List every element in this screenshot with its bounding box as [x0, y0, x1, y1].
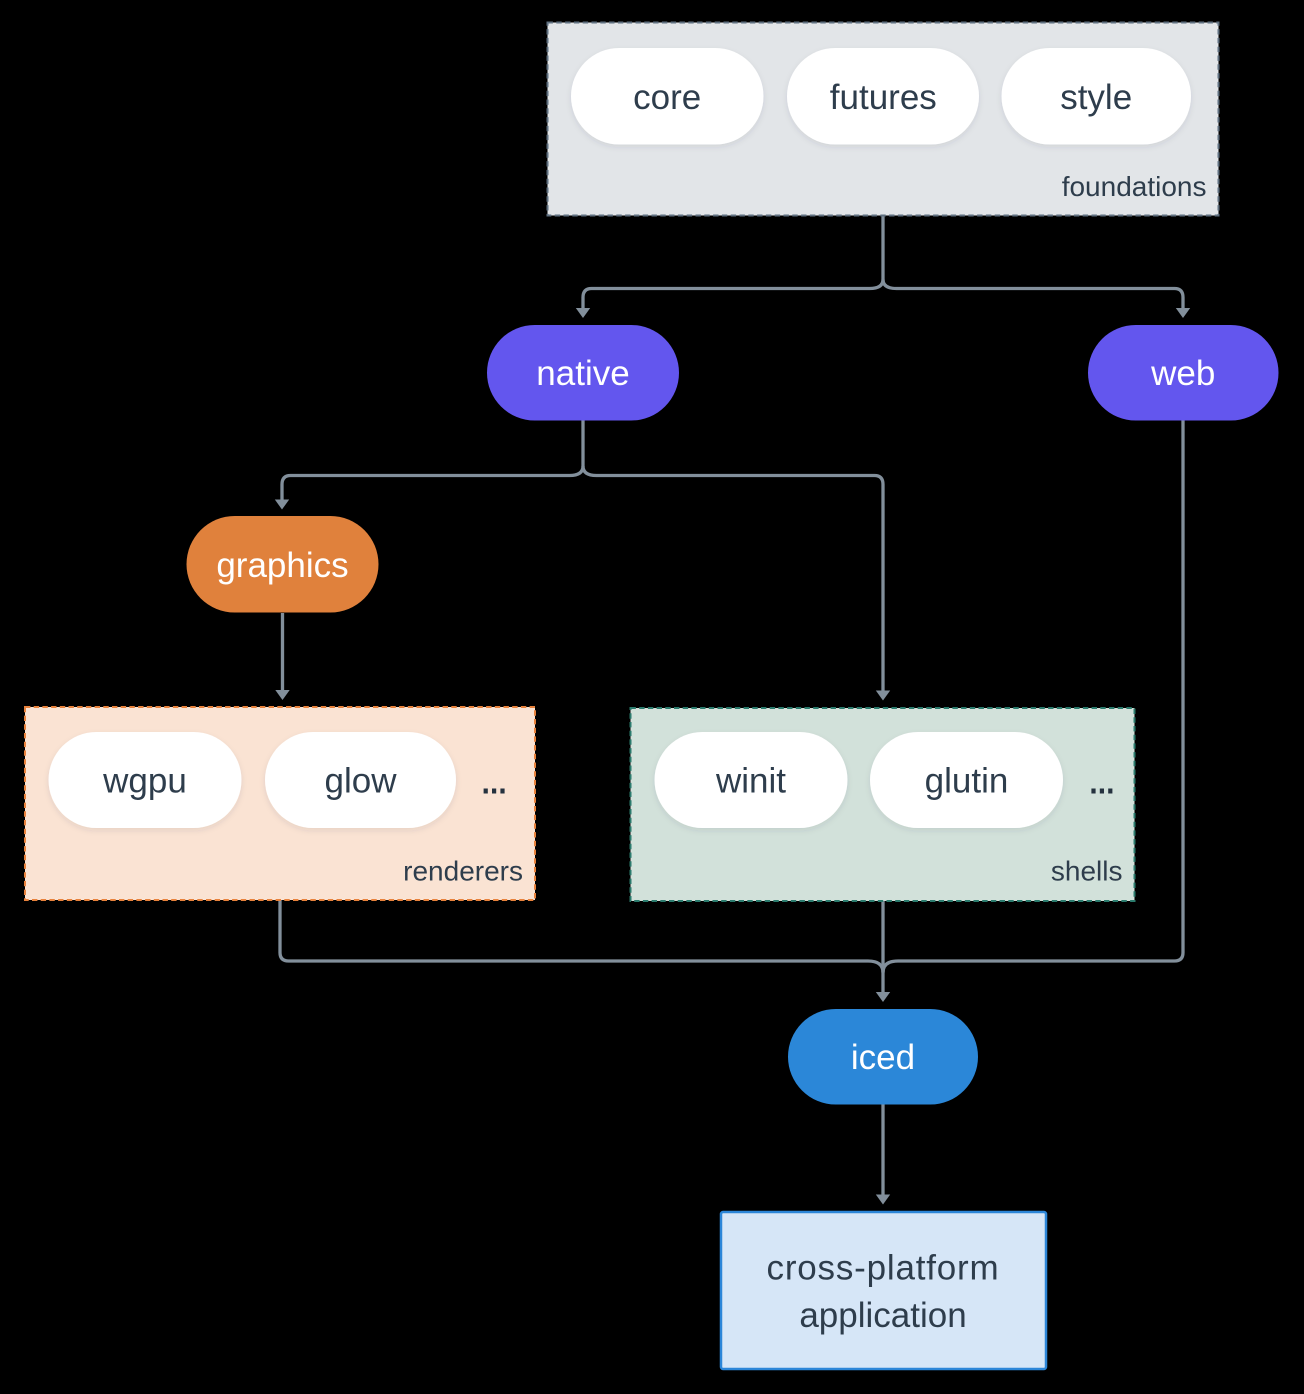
svg-text:wgpu: wgpu [102, 762, 187, 801]
svg-text:futures: futures [830, 78, 937, 117]
svg-text:glow: glow [325, 762, 398, 801]
svg-text:winit: winit [715, 762, 786, 801]
svg-text:web: web [1150, 354, 1215, 393]
svg-text:shells: shells [1051, 856, 1123, 887]
svg-text:iced: iced [851, 1038, 915, 1077]
svg-text:glutin: glutin [925, 762, 1009, 801]
svg-text:core: core [633, 78, 701, 117]
svg-text:application: application [799, 1296, 966, 1335]
svg-text:foundations: foundations [1062, 171, 1207, 202]
svg-text:cross-platform: cross-platform [767, 1249, 1000, 1288]
svg-text:style: style [1060, 78, 1132, 117]
svg-text:renderers: renderers [403, 856, 523, 887]
svg-text:graphics: graphics [216, 546, 348, 585]
svg-text:native: native [536, 354, 629, 393]
